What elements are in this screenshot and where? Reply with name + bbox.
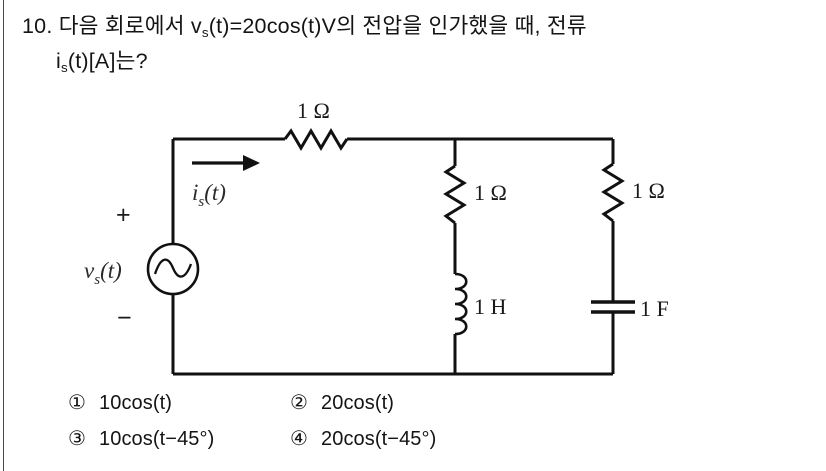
choice-2[interactable]: ② 20cos(t) (290, 392, 394, 415)
ac-source-sine-icon (153, 258, 193, 278)
source-label-pre: v (84, 258, 95, 283)
current-label-subscript: s (198, 194, 204, 210)
middle-inductor-symbol (454, 272, 468, 336)
question-line-2: is(t)[A]는? (22, 45, 802, 80)
choice-1-marker: ① (68, 392, 86, 414)
choice-3-marker: ③ (68, 428, 86, 450)
right-resistor-symbol (601, 162, 625, 223)
source-plus-sign: + (116, 201, 131, 229)
answer-choices: ① 10cos(t) ② 20cos(t) ③ 10cos(t−45°) ④ 2… (68, 392, 768, 464)
choice-1-text: 10cos(t) (99, 392, 173, 414)
choice-4-text: 20cos(t−45°) (321, 428, 437, 450)
circuit-diagram: 1 Ω 1 Ω 1 H 1 Ω 1 F vs(t) is(t) (0, 78, 826, 390)
choice-3[interactable]: ③ 10cos(t−45°) (68, 428, 290, 451)
current-label-post: (t) (204, 180, 226, 205)
right-capacitor-label: 1 F (640, 296, 669, 321)
middle-resistor-label: 1 Ω (474, 180, 507, 205)
choice-4[interactable]: ④ 20cos(t−45°) (290, 428, 436, 451)
source-label-subscript: s (94, 272, 100, 288)
question-line-2-post: (t)[A]는? (67, 49, 148, 73)
choice-4-marker: ④ (290, 428, 308, 450)
question-line-1: 10. 다음 회로에서 vs(t)=20cos(t)V의 전압을 인가했을 때,… (22, 10, 802, 45)
question-line-1-post: (t)=20cos(t)V의 전압을 인가했을 때, 전류 (208, 14, 587, 38)
source-label-post: (t) (100, 258, 122, 283)
current-label: is(t) (192, 180, 226, 210)
source-minus-sign: − (117, 304, 132, 332)
series-resistor-symbol (283, 128, 349, 151)
page-left-border (3, 0, 4, 471)
question-text: 10. 다음 회로에서 vs(t)=20cos(t)V의 전압을 인가했을 때,… (22, 10, 802, 80)
question-line-2-subscript: s (60, 59, 68, 75)
series-resistor-label: 1 Ω (297, 98, 330, 123)
choice-2-text: 20cos(t) (321, 392, 395, 414)
choice-row-1: ① 10cos(t) ② 20cos(t) (68, 392, 768, 428)
source-label: vs(t) (84, 258, 122, 288)
choice-row-2: ③ 10cos(t−45°) ④ 20cos(t−45°) (68, 428, 768, 464)
question-line-2-pre: i (56, 49, 61, 73)
current-label-pre: i (192, 180, 198, 205)
choice-1[interactable]: ① 10cos(t) (68, 392, 290, 415)
middle-resistor-symbol (443, 164, 467, 225)
right-resistor-label: 1 Ω (632, 178, 665, 203)
choice-2-marker: ② (290, 392, 308, 414)
question-line-1-pre: 다음 회로에서 v (58, 14, 202, 38)
middle-inductor-label: 1 H (474, 294, 507, 319)
question-number: 10. (22, 14, 53, 38)
current-arrow-head (243, 155, 260, 171)
choice-3-text: 10cos(t−45°) (99, 428, 215, 450)
question-line-1-subscript: s (201, 24, 209, 40)
